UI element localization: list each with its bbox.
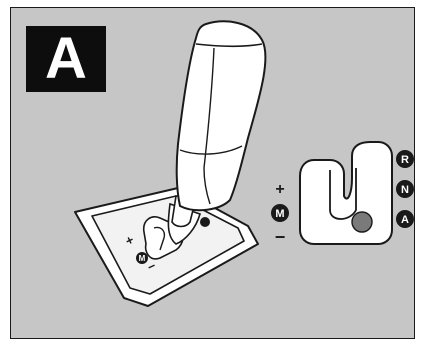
gear-knob <box>177 21 266 210</box>
gear-position-indicator <box>352 212 372 232</box>
shift-reverse-label: R <box>401 154 409 166</box>
shift-manual-label: M <box>275 208 284 220</box>
lever-release-button <box>200 217 210 227</box>
shift-neutral-label: N <box>401 184 409 196</box>
shift-auto-label: A <box>401 214 409 226</box>
shift-minus-label: − <box>275 227 286 247</box>
shift-pattern-outline <box>300 142 392 244</box>
shift-plus-label: + <box>275 181 284 198</box>
